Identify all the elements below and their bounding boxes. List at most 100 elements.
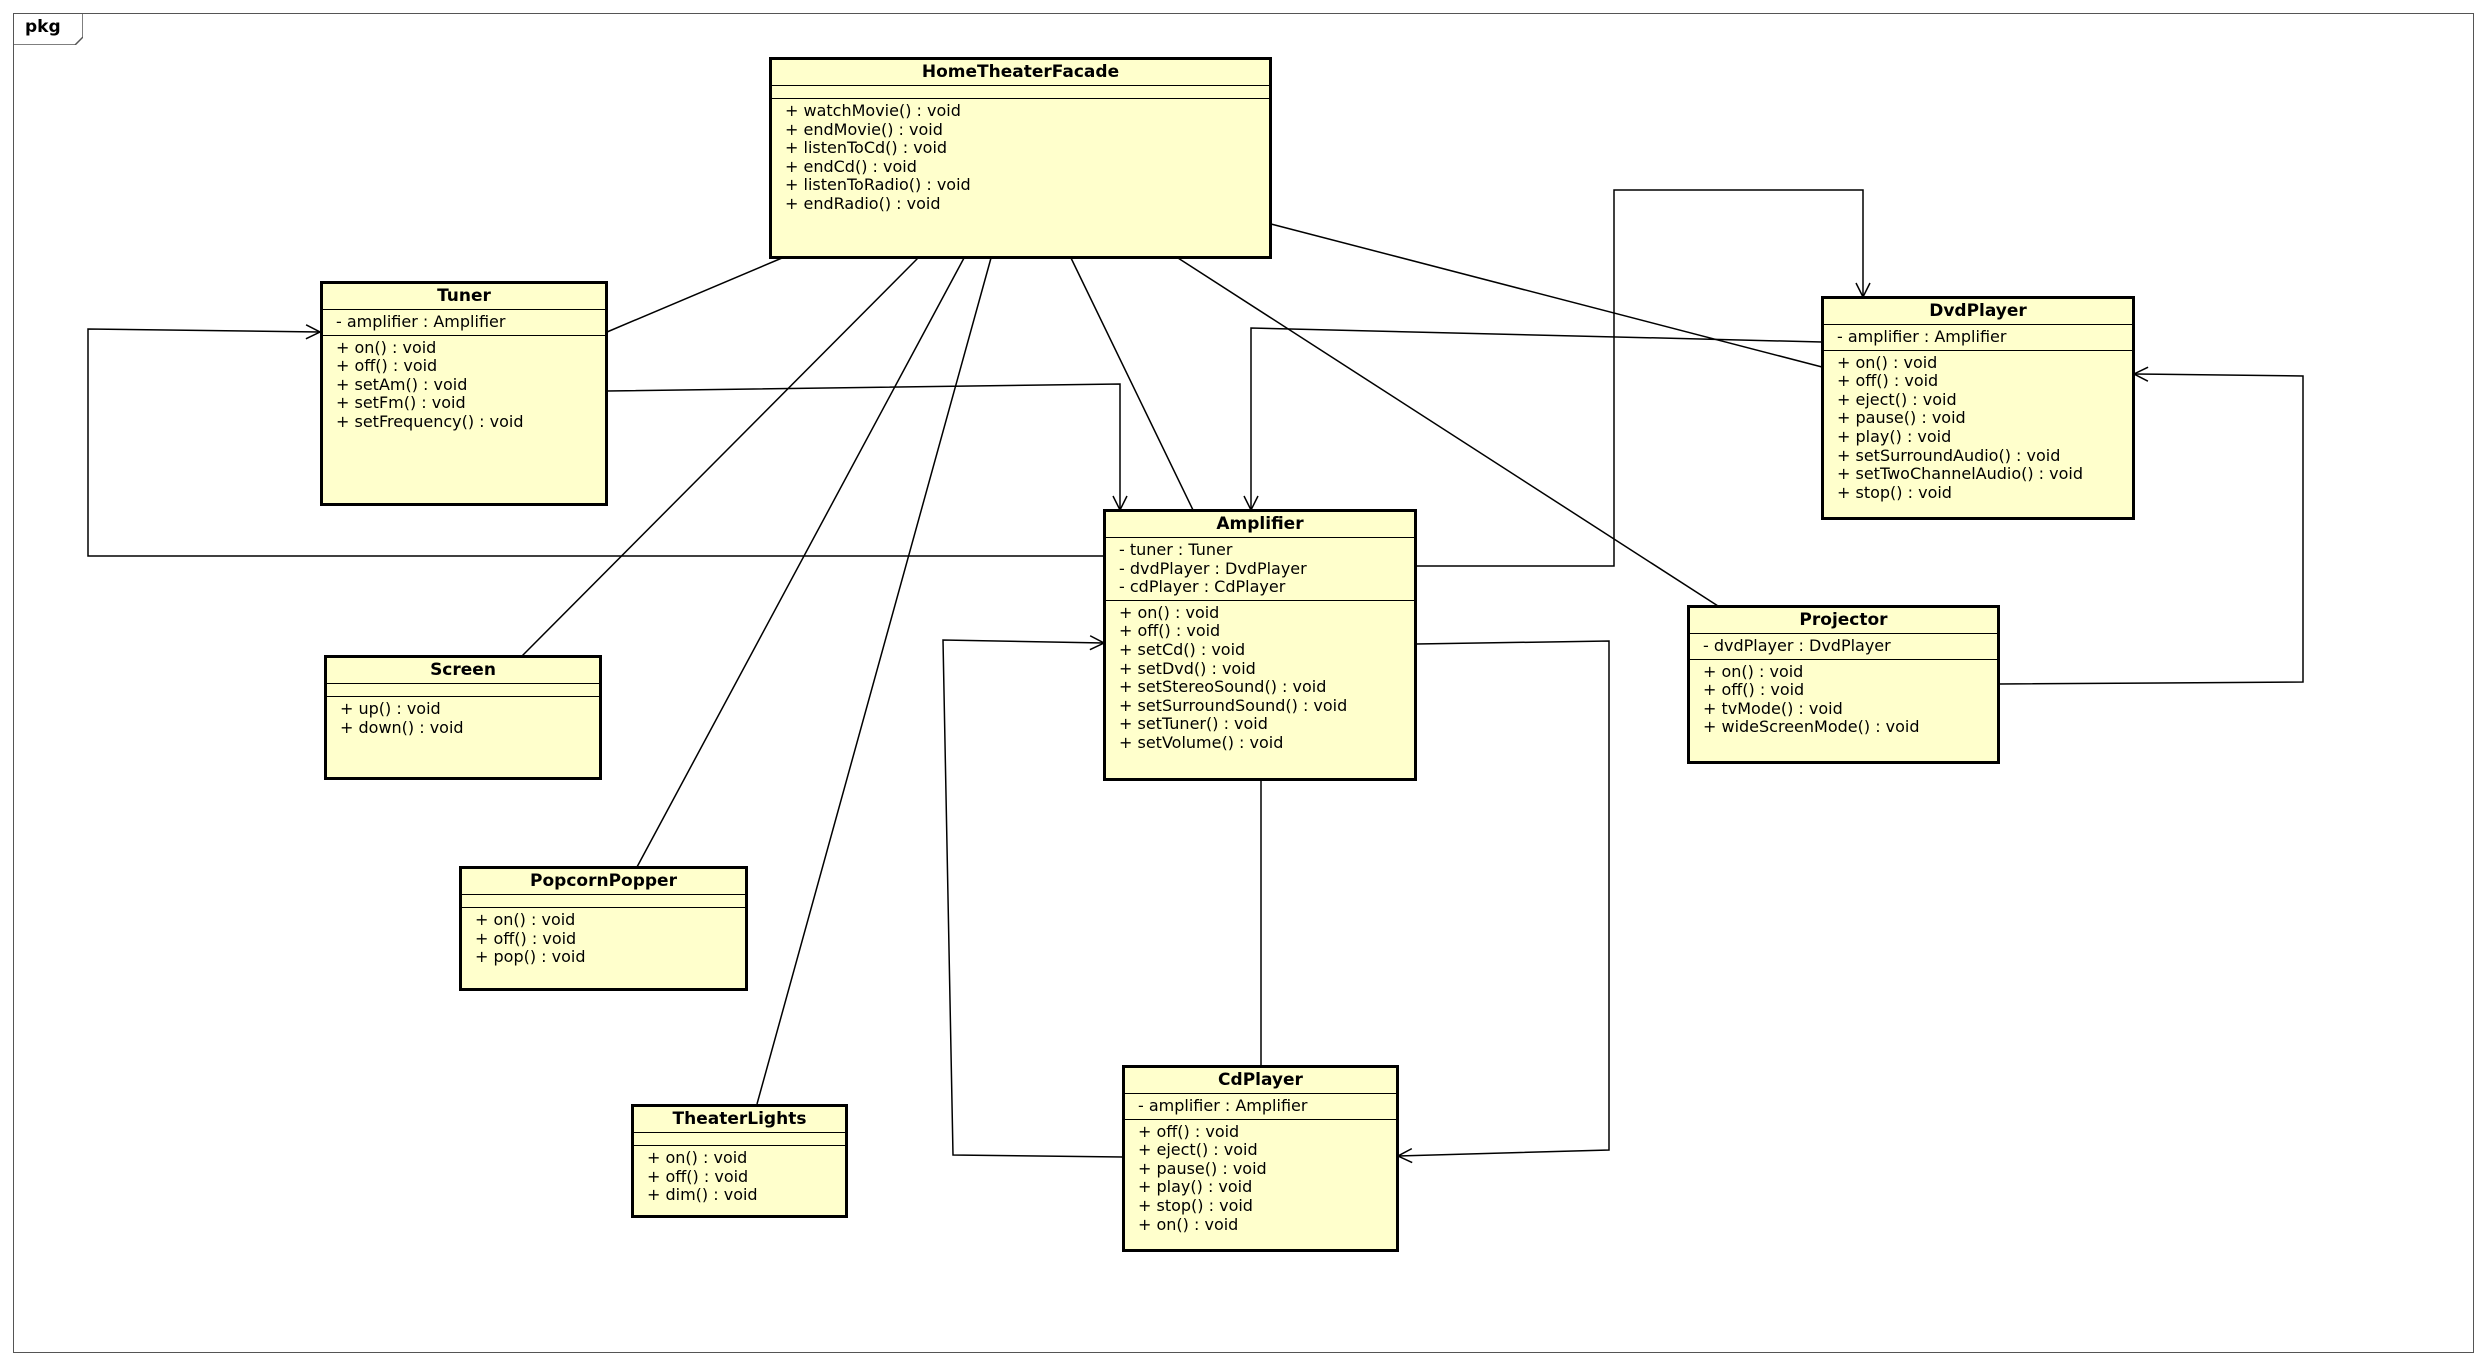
attribute: - dvdPlayer : DvdPlayer xyxy=(1119,558,1307,578)
operation-compartment: + on() : void + off() : void + pop() : v… xyxy=(462,908,745,970)
package-label: pkg xyxy=(25,17,61,37)
class-tuner[interactable]: Tuner - amplifier : Amplifier + on() : v… xyxy=(320,281,608,506)
class-cdplayer[interactable]: CdPlayer - amplifier : Amplifier + off()… xyxy=(1122,1065,1399,1252)
operation: + listenToRadio() : void xyxy=(785,175,971,195)
operation: + setVolume() : void xyxy=(1119,732,1284,752)
class-name: Screen xyxy=(327,658,599,684)
class-screen[interactable]: Screen + up() : void + down() : void xyxy=(324,655,602,780)
assoc-amplifier-dvdplayer xyxy=(1416,189,1863,567)
operation: + setAm() : void xyxy=(336,374,468,394)
operation: + on() : void xyxy=(336,337,437,357)
assoc-cdplayer-amplifier xyxy=(942,640,1124,1158)
operation: + on() : void xyxy=(1119,602,1220,622)
class-dvdplayer[interactable]: DvdPlayer - amplifier : Amplifier + on()… xyxy=(1821,296,2135,520)
operation-compartment: + watchMovie() : void + endMovie() : voi… xyxy=(772,99,1269,217)
package-frame-tab xyxy=(13,13,83,45)
operation-compartment: + on() : void + off() : void + tvMode() … xyxy=(1690,660,1997,740)
assoc-dvdplayer-amplifier xyxy=(1251,327,1823,510)
class-amplifier[interactable]: Amplifier - tuner : Tuner - dvdPlayer : … xyxy=(1103,509,1417,781)
attribute-compartment xyxy=(634,1133,845,1146)
assoc-projector-dvdplayer xyxy=(1998,374,2304,685)
operation-compartment: + off() : void + eject() : void + pause(… xyxy=(1125,1120,1396,1238)
assoc-facade-lights xyxy=(756,257,992,1105)
operation: + pause() : void xyxy=(1138,1158,1267,1178)
class-theaterlights[interactable]: TheaterLights + on() : void + off() : vo… xyxy=(631,1104,848,1218)
class-name: Tuner xyxy=(323,284,605,310)
operation: + down() : void xyxy=(340,717,464,737)
operation: + setTuner() : void xyxy=(1119,714,1268,734)
assoc-amplifier-tuner xyxy=(87,329,1104,557)
operation: + endRadio() : void xyxy=(785,193,941,213)
operation: + dim() : void xyxy=(647,1185,758,1205)
assoc-facade-projector xyxy=(1177,257,1719,607)
operation: + wideScreenMode() : void xyxy=(1703,717,1920,737)
class-name: Projector xyxy=(1690,608,1997,634)
operation: + pop() : void xyxy=(475,947,586,967)
operation-compartment: + on() : void + off() : void + dim() : v… xyxy=(634,1146,845,1208)
operation: + off() : void xyxy=(1703,680,1805,700)
operation: + off() : void xyxy=(1837,371,1939,391)
attribute: - amplifier : Amplifier xyxy=(1138,1096,1308,1115)
class-popcornpopper[interactable]: PopcornPopper + on() : void + off() : vo… xyxy=(459,866,748,991)
operation: + tvMode() : void xyxy=(1703,698,1843,718)
operation: + setStereoSound() : void xyxy=(1119,677,1327,697)
operation: + setCd() : void xyxy=(1119,639,1246,659)
class-projector[interactable]: Projector - dvdPlayer : DvdPlayer + on()… xyxy=(1687,605,2000,764)
operation: + setTwoChannelAudio() : void xyxy=(1837,464,2084,484)
operation: + on() : void xyxy=(475,910,576,929)
operation-compartment: + up() : void + down() : void xyxy=(327,697,599,740)
attribute-compartment xyxy=(327,684,599,697)
attribute-compartment: - dvdPlayer : DvdPlayer xyxy=(1690,634,1997,660)
assoc-facade-popcorn xyxy=(636,257,965,868)
operation: + off() : void xyxy=(647,1166,749,1186)
operation: + on() : void xyxy=(1837,352,1938,372)
attribute-compartment: - amplifier : Amplifier xyxy=(1824,325,2132,351)
class-name: DvdPlayer xyxy=(1824,299,2132,325)
assoc-tuner-amplifier xyxy=(606,383,1120,510)
operation: + eject() : void xyxy=(1138,1140,1258,1160)
operation: + setDvd() : void xyxy=(1119,658,1256,678)
operation: + on() : void xyxy=(647,1148,748,1167)
class-name: CdPlayer xyxy=(1125,1068,1396,1094)
attribute: - dvdPlayer : DvdPlayer xyxy=(1703,636,1891,655)
operation: + setFrequency() : void xyxy=(336,411,524,431)
operation: + watchMovie() : void xyxy=(785,101,961,120)
operation: + on() : void xyxy=(1138,1214,1239,1234)
operation: + play() : void xyxy=(1837,426,1952,446)
assoc-amplifier-cdplayer xyxy=(1398,640,1610,1156)
operation: + off() : void xyxy=(475,928,577,948)
class-name: PopcornPopper xyxy=(462,869,745,895)
attribute: - amplifier : Amplifier xyxy=(336,312,506,331)
operation: + off() : void xyxy=(1138,1121,1240,1141)
package-frame xyxy=(13,13,2474,1353)
attribute-compartment xyxy=(772,86,1269,99)
attribute-compartment: - amplifier : Amplifier xyxy=(323,310,605,336)
class-name: Amplifier xyxy=(1106,512,1414,538)
assoc-facade-dvdplayer xyxy=(1270,223,1823,368)
assoc-facade-tuner xyxy=(606,257,783,333)
operation: + endMovie() : void xyxy=(785,119,943,139)
attribute: - tuner : Tuner xyxy=(1119,540,1233,559)
operation: + pause() : void xyxy=(1837,408,1966,428)
operation: + play() : void xyxy=(1138,1177,1253,1197)
attribute: - cdPlayer : CdPlayer xyxy=(1119,577,1286,597)
attribute-compartment xyxy=(462,895,745,908)
assoc-facade-screen xyxy=(521,257,919,657)
assoc-facade-amplifier xyxy=(1070,257,1194,511)
attribute-compartment: - amplifier : Amplifier xyxy=(1125,1094,1396,1120)
operation: + eject() : void xyxy=(1837,389,1957,409)
operation: + off() : void xyxy=(336,356,438,376)
operation: + stop() : void xyxy=(1138,1195,1253,1215)
class-name: TheaterLights xyxy=(634,1107,845,1133)
operation: + stop() : void xyxy=(1837,482,1952,502)
operation: + off() : void xyxy=(1119,621,1221,641)
operation-compartment: + on() : void + off() : void + setCd() :… xyxy=(1106,601,1414,756)
operation-compartment: + on() : void + off() : void + setAm() :… xyxy=(323,336,605,435)
operation: + setSurroundAudio() : void xyxy=(1837,445,2061,465)
attribute: - amplifier : Amplifier xyxy=(1837,327,2007,346)
attribute-compartment: - tuner : Tuner - dvdPlayer : DvdPlayer … xyxy=(1106,538,1414,601)
class-hometheaterfacade[interactable]: HomeTheaterFacade + watchMovie() : void … xyxy=(769,57,1272,259)
operation: + endCd() : void xyxy=(785,156,917,176)
